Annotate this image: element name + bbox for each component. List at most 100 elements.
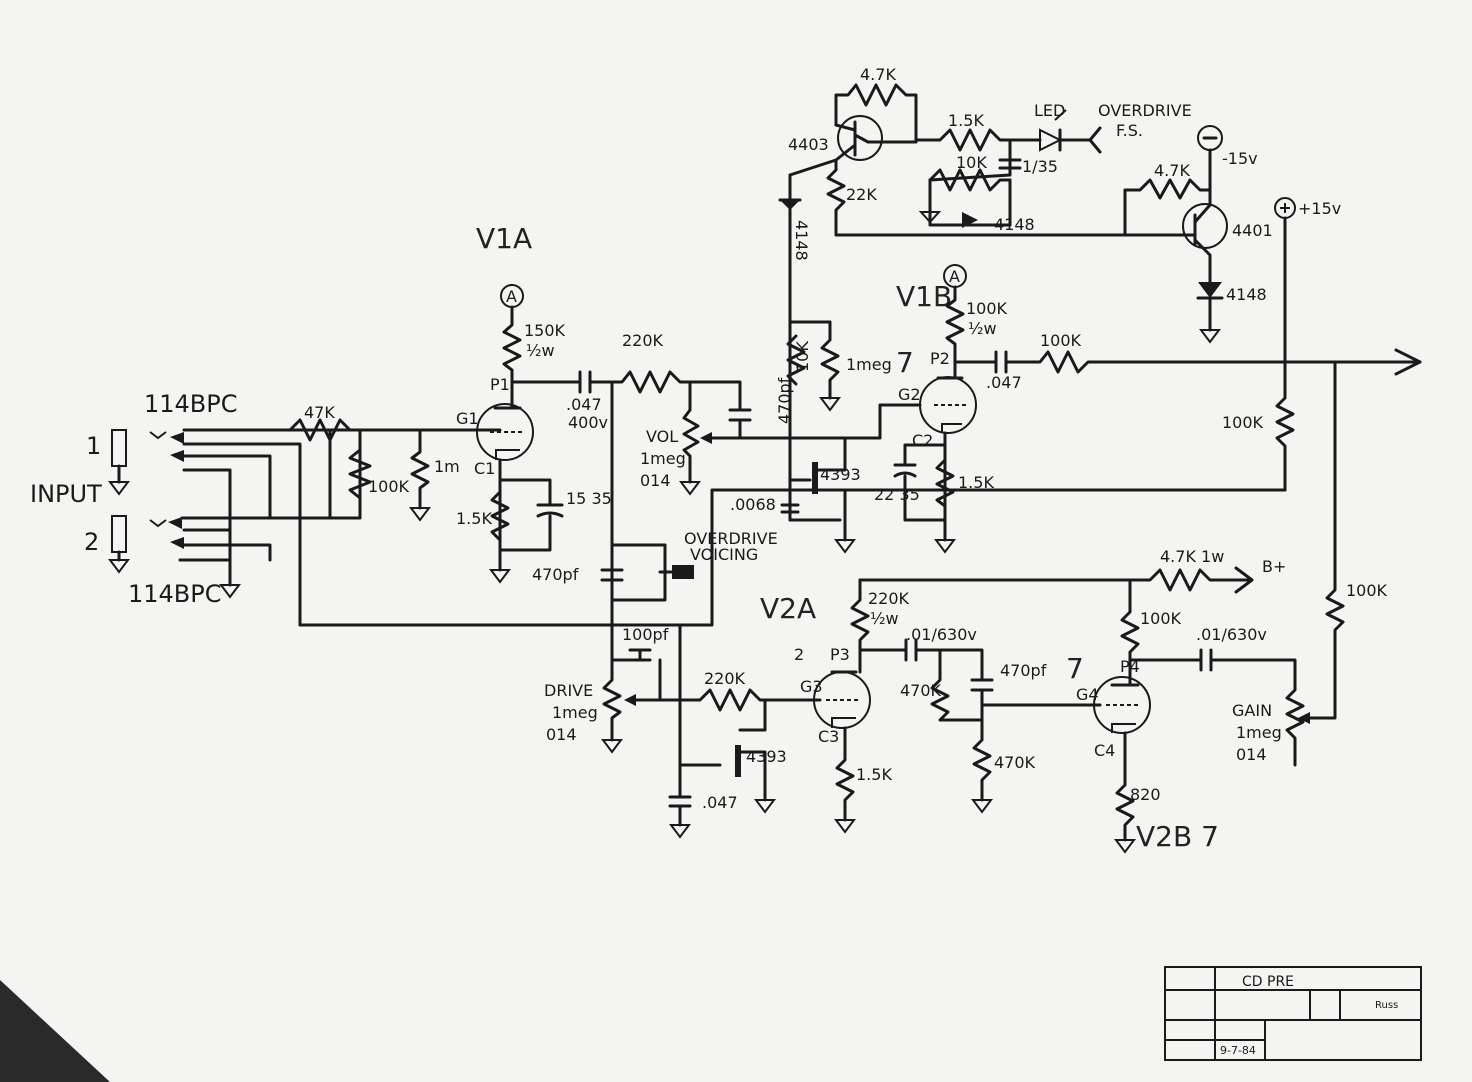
- label-100pf: 100pf: [622, 625, 669, 644]
- anode-marker-v1a: A: [500, 284, 524, 384]
- label-overdrive-voicing-1: OVERDRIVE: [684, 529, 778, 548]
- label-overdrive-fs: OVERDRIVE: [1098, 101, 1192, 120]
- label-150k: 150K: [524, 321, 566, 340]
- label-overdrive-voicing-2: VOICING: [690, 545, 758, 564]
- label-p1: P1: [490, 375, 510, 394]
- resistor-100k-input: [348, 448, 372, 500]
- overdrive-voicing: [600, 543, 694, 602]
- label-22k: 22K: [846, 185, 877, 204]
- v2a-label: V2A: [760, 592, 816, 625]
- title-block-title: CD PRE: [1242, 974, 1294, 990]
- label-100k-v1b-out: 100K: [1040, 331, 1082, 350]
- v1b-label: V1B: [896, 280, 952, 313]
- label-mark-7-a: 7: [896, 346, 914, 379]
- label-470k-a: 470K: [900, 681, 942, 700]
- label-g3: G3: [800, 677, 823, 696]
- label-15k-v1a: 1.5K: [456, 509, 492, 528]
- label-c1: C1: [474, 459, 495, 478]
- title-block-drawn-by: Russ: [1375, 1000, 1398, 1011]
- svg-text:A: A: [506, 287, 517, 306]
- title-block: [1164, 966, 1422, 1061]
- label-10k-switch: 10K: [956, 153, 987, 172]
- v1b-output: [953, 348, 1422, 720]
- label-220k-v2a-plate: 220K: [868, 589, 910, 608]
- drive-stage: [601, 623, 822, 839]
- tube-v1a: [476, 380, 534, 572]
- input-label: INPUT: [30, 480, 102, 508]
- label-4-7k-top: 4.7K: [860, 65, 896, 84]
- label-led: LED: [1034, 101, 1065, 120]
- label-vol: VOL: [646, 427, 678, 446]
- label-47k: 47K: [304, 403, 335, 422]
- label-470pf-v2a: 470pf: [1000, 661, 1047, 680]
- label-half-w-1: ½w: [526, 341, 555, 360]
- label-c2: C2: [912, 431, 933, 450]
- label-1-5k-v2a: 1.5K: [856, 765, 892, 784]
- label-047-v1b: .047: [986, 373, 1022, 392]
- tube-v2b: [1093, 578, 1310, 854]
- v2b-label: V2B 7: [1136, 820, 1219, 853]
- label-minus-15v: -15v: [1222, 149, 1258, 168]
- jack1-number: 1: [86, 432, 101, 460]
- cathode-network-v1a: [489, 478, 564, 584]
- input-jack-1: [108, 429, 184, 496]
- label-gain: GAIN: [1232, 701, 1272, 720]
- svg-text:A: A: [949, 267, 960, 286]
- b-plus-rail: [858, 566, 1254, 594]
- label-g2: G2: [898, 385, 921, 404]
- jack2-number: 2: [84, 528, 99, 556]
- label-4148-a: 4148: [792, 220, 811, 261]
- label-c3: C3: [818, 727, 839, 746]
- tube-v2a: [813, 578, 871, 834]
- label-10k-od: 10K: [793, 341, 812, 372]
- coupling-v1a: [510, 370, 792, 627]
- label-400v: 400v: [568, 413, 608, 432]
- label-470pf-od: 470pf: [532, 565, 579, 584]
- switching-circuit: [778, 83, 1296, 364]
- title-block-date: 9-7-84: [1220, 1044, 1256, 1057]
- label-drive-014: 014: [546, 725, 577, 744]
- label-p3: P3: [830, 645, 850, 664]
- od-switch-network: [780, 173, 922, 554]
- label-plus-15v: +15v: [1298, 199, 1341, 218]
- resistor-47k: [288, 418, 502, 442]
- label-4148-b: 4148: [994, 215, 1035, 234]
- label-fs: F.S.: [1116, 121, 1143, 140]
- label-047-v1a: .047: [566, 395, 602, 414]
- label-1-5k-switch: 1.5K: [948, 111, 984, 130]
- label-15-35: 15 35: [566, 489, 612, 508]
- label-mark-2: 2: [794, 645, 804, 664]
- jack1-type: 114BPC: [144, 390, 238, 418]
- label-100k-mix-v2b: 100K: [1346, 581, 1388, 600]
- label-047-v2a: .047: [702, 793, 738, 812]
- label-c4: C4: [1094, 741, 1115, 760]
- label-gain-014: 014: [1236, 745, 1267, 764]
- label-gain-1meg: 1meg: [1236, 723, 1282, 742]
- label-vol-014: 014: [640, 471, 671, 490]
- label-820: 820: [1130, 785, 1161, 804]
- label-220k-v2a-in: 220K: [704, 669, 746, 688]
- anode-marker-v1b: A: [943, 264, 967, 364]
- label-100k-input: 100K: [368, 477, 410, 496]
- input-wiring: [178, 428, 362, 627]
- label-drive-1meg: 1meg: [552, 703, 598, 722]
- label-g4: G4: [1076, 685, 1099, 704]
- label-drive: DRIVE: [544, 681, 593, 700]
- label-22-35: 22 35: [874, 485, 920, 504]
- label-half-w-2: ½w: [968, 319, 997, 338]
- label-4403: 4403: [788, 135, 829, 154]
- label-4401: 4401: [1232, 221, 1273, 240]
- v1a-label: V1A: [476, 222, 532, 255]
- label-100k-v1b-plate: 100K: [966, 299, 1008, 318]
- label-470k-b: 470K: [994, 753, 1036, 772]
- label-4-7k-switch: 4.7K: [1154, 161, 1190, 180]
- label-p2: P2: [930, 349, 950, 368]
- label-vol-1meg: 1meg: [640, 449, 686, 468]
- label-01-630v-a: .01/630v: [906, 625, 977, 644]
- input-jack-2: [108, 515, 184, 574]
- label-4393-v2a: 4393: [746, 747, 787, 766]
- label-4148-c: 4148: [1226, 285, 1267, 304]
- v2a-interstage: [858, 638, 1102, 814]
- jack2-type: 114BPC: [128, 580, 222, 608]
- label-half-w-3: ½w: [870, 609, 899, 628]
